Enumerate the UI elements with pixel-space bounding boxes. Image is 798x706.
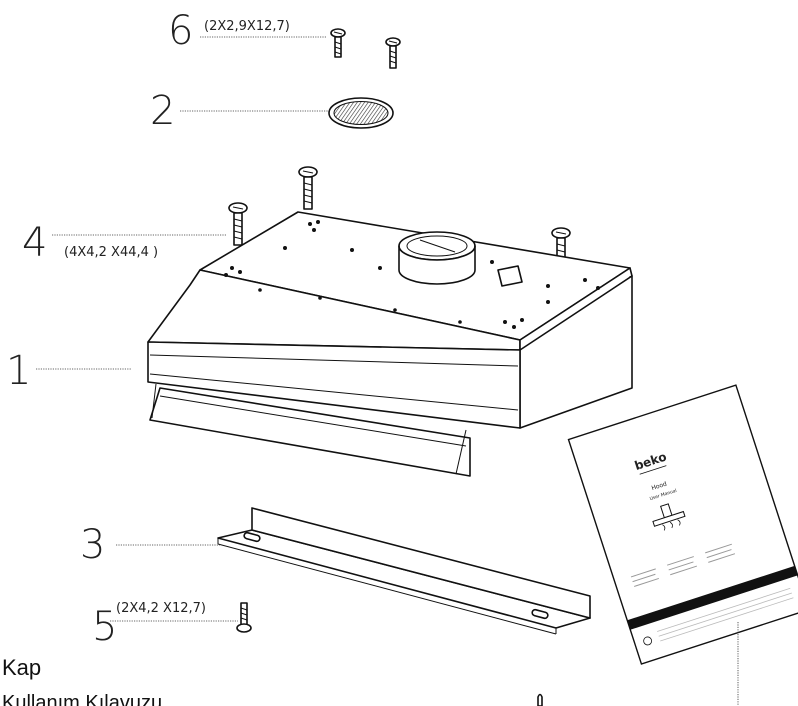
- user-manual: beko Hood User Manual: [567, 384, 798, 665]
- dim-screw-6: (2X2,9X12,7): [204, 19, 290, 34]
- filter-disc: [328, 97, 394, 129]
- screw-5a: [236, 602, 252, 633]
- label-part-2: 2: [150, 88, 175, 134]
- caption-product: Kap: [2, 655, 42, 680]
- dim-screw-4: (4X4,2 X44,4 ): [64, 245, 158, 260]
- screw-6a: [330, 28, 346, 58]
- dim-screw-5: (2X4,2 X12,7): [116, 601, 206, 616]
- label-part-3: 3: [80, 522, 105, 568]
- label-part-5: 5: [92, 604, 117, 650]
- mounting-bracket: [217, 507, 591, 635]
- screw-6b: [385, 37, 401, 69]
- caption-manual: Kullanım Kılavuzu: [2, 692, 163, 706]
- hood-body: [147, 211, 633, 477]
- manual-title: Hood: [651, 480, 668, 492]
- screw-4a: [228, 202, 248, 246]
- label-part-1: 1: [6, 348, 31, 394]
- screw-5b: [537, 693, 543, 706]
- label-part-4: 4: [22, 220, 47, 266]
- screw-4b: [298, 166, 318, 210]
- label-part-6: 6: [168, 8, 193, 54]
